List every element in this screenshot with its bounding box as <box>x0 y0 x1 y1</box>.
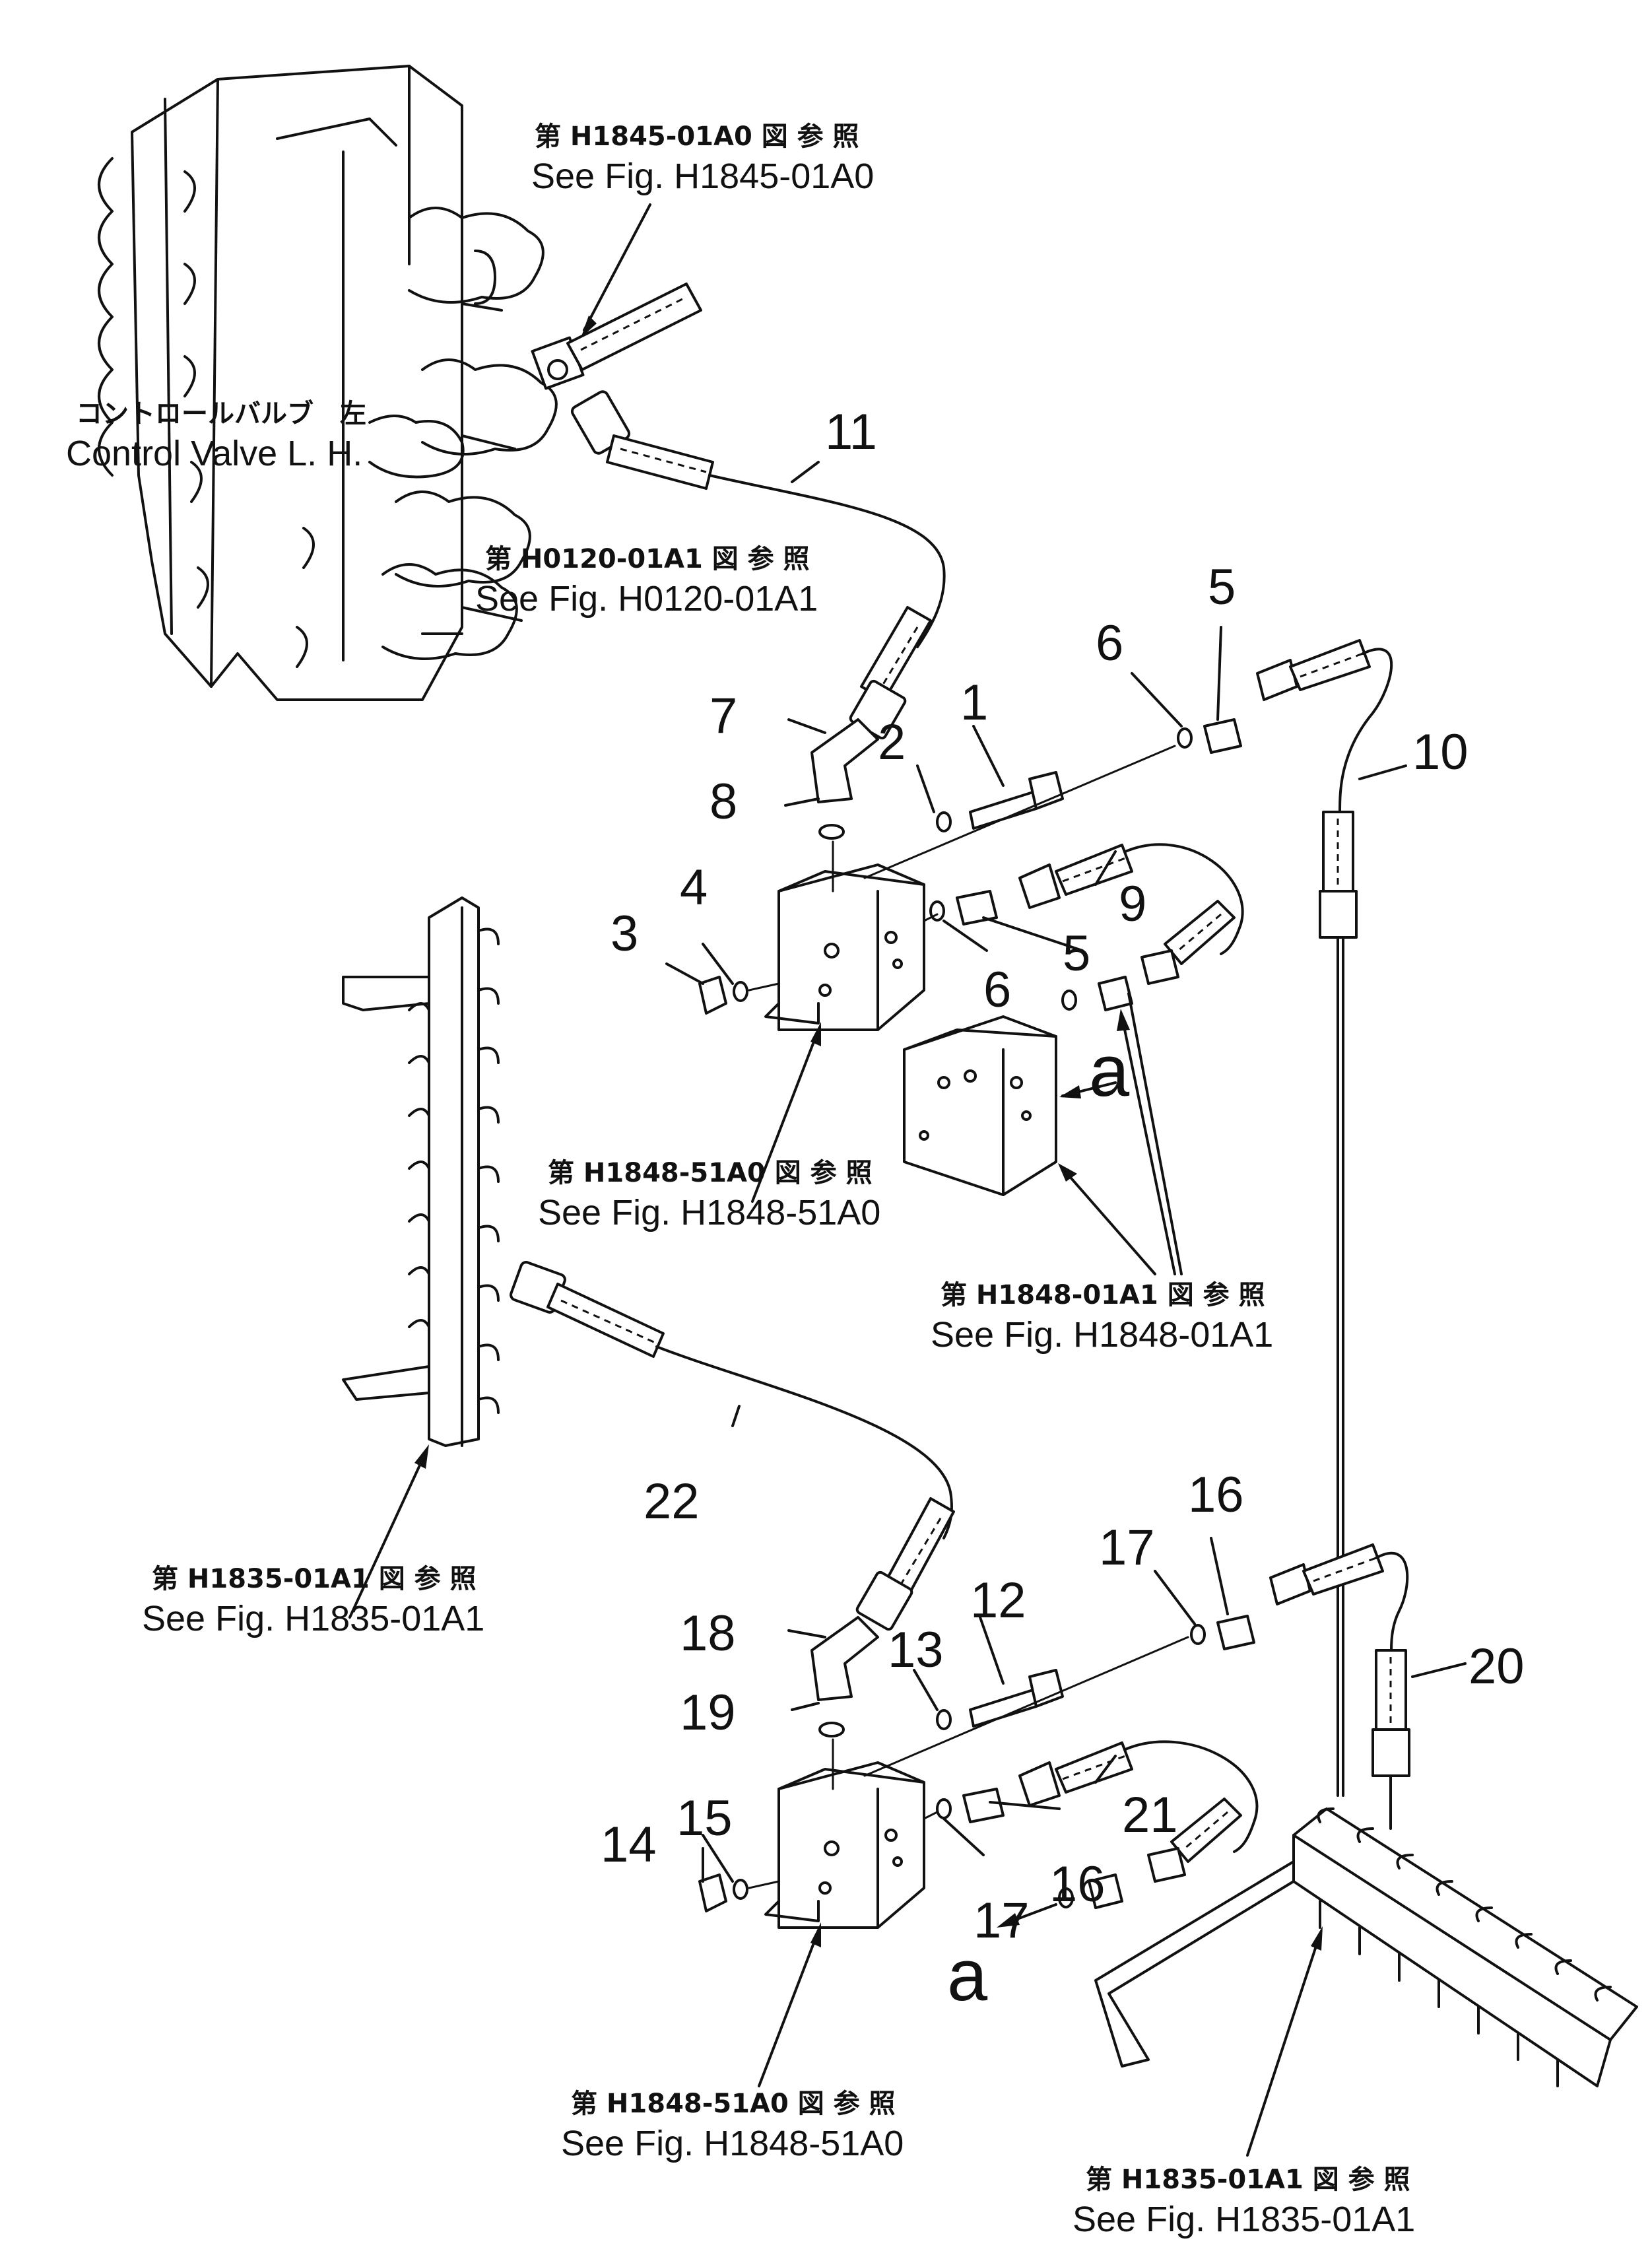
part-number-15: 15 <box>677 1790 733 1846</box>
lower-manifold-block <box>698 1615 1255 2087</box>
part-number-5: 5 <box>1208 559 1236 615</box>
ref-h1848-51-lower-en: See Fig. H1848-51A0 <box>561 2124 904 2163</box>
part-number-21: 21 <box>1122 1787 1178 1843</box>
part-number-9: 9 <box>1119 876 1146 932</box>
part-number-22: 22 <box>644 1473 700 1530</box>
control-valve-label-en: Control Valve L. H. <box>66 434 362 473</box>
part-number-16: 16 <box>1049 1856 1106 1912</box>
callout-letters: a a <box>947 1030 1130 2016</box>
part-number-1: 1 <box>960 675 988 731</box>
part-number-12: 12 <box>970 1572 1026 1629</box>
hose-20 <box>1269 1543 1467 1830</box>
part-number-6: 6 <box>1096 615 1123 671</box>
part-number-6: 6 <box>983 962 1011 1018</box>
right-rail <box>1094 1807 1638 2157</box>
ref-h0120-jp: 第 H0120-01A1 図 参 照 <box>485 544 810 574</box>
part-number-5: 5 <box>1063 926 1090 982</box>
ref-h1845-en: See Fig. H1845-01A0 <box>531 156 874 196</box>
hose-21 <box>997 1740 1259 1928</box>
block-a-upper <box>903 1015 1117 1196</box>
part-number-20: 20 <box>1469 1638 1525 1695</box>
part-number-2: 2 <box>878 714 906 770</box>
part-number-16: 16 <box>1188 1467 1244 1523</box>
ref-h1848-51-upper-en: See Fig. H1848-51A0 <box>538 1193 880 1232</box>
callout-a-upper: a <box>1089 1030 1130 1112</box>
ref-h1848-51-upper-jp: 第 H1848-51A0 図 参 照 <box>548 1158 873 1188</box>
ref-h1835-left-jp: 第 H1835-01A1 図 参 照 <box>152 1564 477 1594</box>
part-number-8: 8 <box>710 774 737 830</box>
part-number-18: 18 <box>680 1605 736 1662</box>
part-number-10: 10 <box>1412 724 1469 780</box>
part-number-14: 14 <box>601 1817 657 1873</box>
ref-h1848-01-en: See Fig. H1848-01A1 <box>931 1315 1273 1355</box>
part-number-3: 3 <box>611 906 638 962</box>
part-number-11: 11 <box>825 404 877 460</box>
ref-h1835-right-en: See Fig. H1835-01A1 <box>1073 2200 1415 2239</box>
left-rail <box>342 896 500 1619</box>
part-number-19: 19 <box>680 1685 736 1741</box>
part-number-4: 4 <box>680 859 708 916</box>
ref-h1848-01-jp: 第 H1848-01A1 図 参 照 <box>941 1280 1265 1310</box>
part-number-17: 17 <box>1099 1520 1155 1576</box>
h1848-51-upper-leader <box>751 1022 821 1203</box>
reference-labels: 第 H1845-01A0 図 参 照 See Fig. H1845-01A0 コ… <box>66 121 1415 2239</box>
h1848-01-leaders <box>1058 992 1183 1275</box>
hose-10 <box>1256 639 1407 1797</box>
part-number-7: 7 <box>710 688 737 744</box>
part-numbers: 11 5 6 1 2 7 8 10 4 3 9 5 6 22 16 17 20 … <box>601 404 1525 1949</box>
callout-a-lower: a <box>947 1935 988 2016</box>
ref-h1848-51-lower-jp: 第 H1848-51A0 図 参 照 <box>571 2089 896 2119</box>
ref-h1835-right-jp: 第 H1835-01A1 図 参 照 <box>1086 2165 1410 2195</box>
ref-h0120-en: See Fig. H0120-01A1 <box>475 579 818 619</box>
hose-22 <box>510 1261 955 1631</box>
upper-manifold-block <box>698 718 1242 1031</box>
hose-to-h1845 <box>566 203 702 371</box>
part-number-17: 17 <box>974 1893 1030 1949</box>
part-number-13: 13 <box>888 1622 944 1678</box>
control-valve-label-jp: コントロールバルブ 左 <box>76 399 366 429</box>
leader-lines <box>665 626 1229 1883</box>
ref-h1845-jp: 第 H1845-01A0 図 参 照 <box>535 121 859 152</box>
ref-h1835-left-en: See Fig. H1835-01A1 <box>142 1599 484 1638</box>
